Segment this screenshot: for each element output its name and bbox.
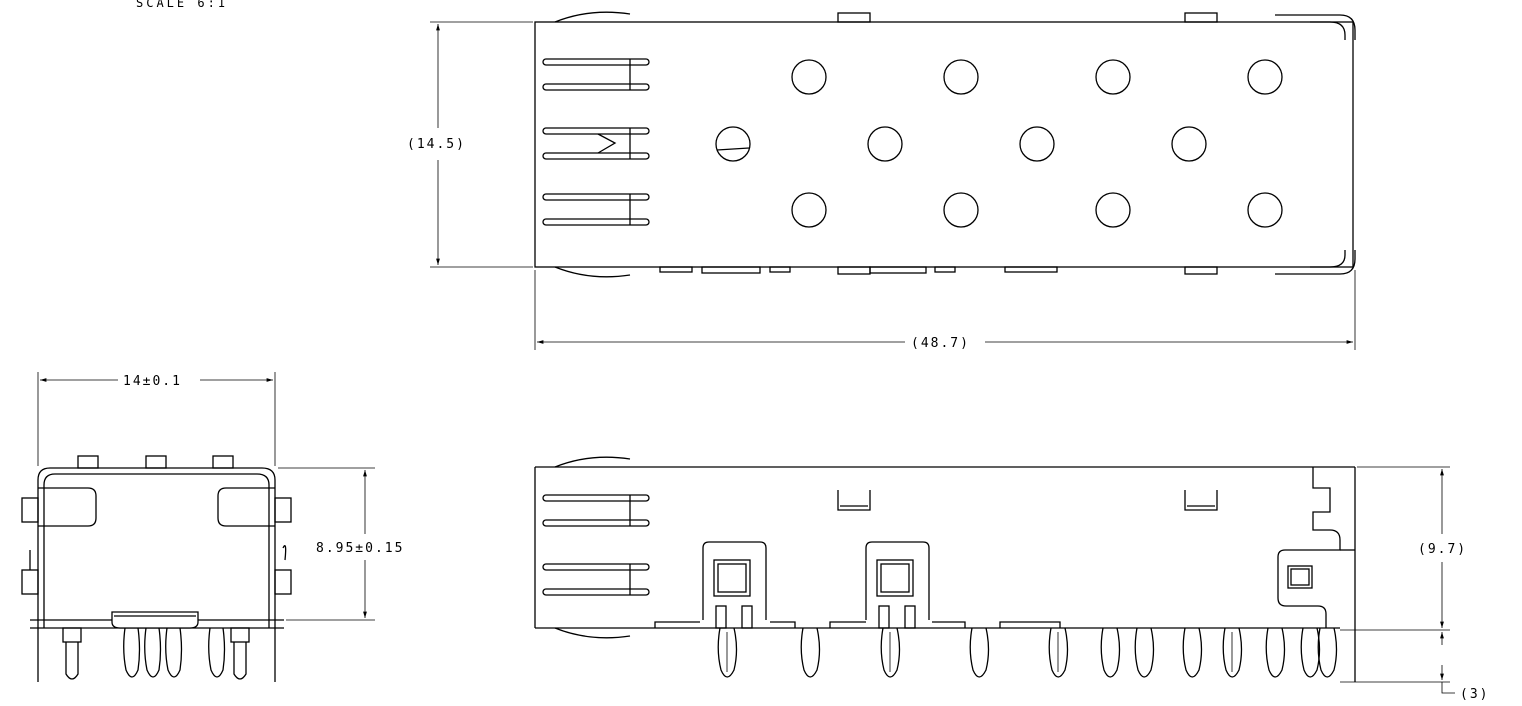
dim-side-pin: (3) <box>1340 632 1489 702</box>
dim-top-height-label: (14.5) <box>407 137 466 152</box>
dim-front-width: 14±0.1 <box>37 372 276 466</box>
front-view-pins <box>37 627 276 682</box>
dim-side-pin-label: (3) <box>1460 687 1489 702</box>
dim-top-length: (48.7) <box>534 270 1356 351</box>
top-view-slots <box>542 58 650 226</box>
dim-side-height: (9.7) <box>1340 466 1467 631</box>
dim-front-height: 8.95±0.15 <box>278 467 404 621</box>
top-view: (14.5) (48.7) <box>407 11 1356 351</box>
side-view: (9.7) (3) <box>534 456 1489 702</box>
dim-top-height: (14.5) <box>407 21 533 268</box>
dim-side-height-label: (9.7) <box>1418 542 1467 557</box>
dim-top-length-label: (48.7) <box>911 336 970 351</box>
top-view-holes <box>715 59 1283 228</box>
side-view-slots <box>542 494 650 596</box>
side-view-pins <box>717 627 1338 678</box>
side-view-latches <box>702 541 930 629</box>
scale-note: SCALE 6:1 <box>136 0 228 10</box>
dim-front-width-label: 14±0.1 <box>123 374 182 389</box>
front-view: 14±0.1 8.95±0.15 <box>21 372 404 682</box>
dim-front-height-label: 8.95±0.15 <box>316 541 404 556</box>
